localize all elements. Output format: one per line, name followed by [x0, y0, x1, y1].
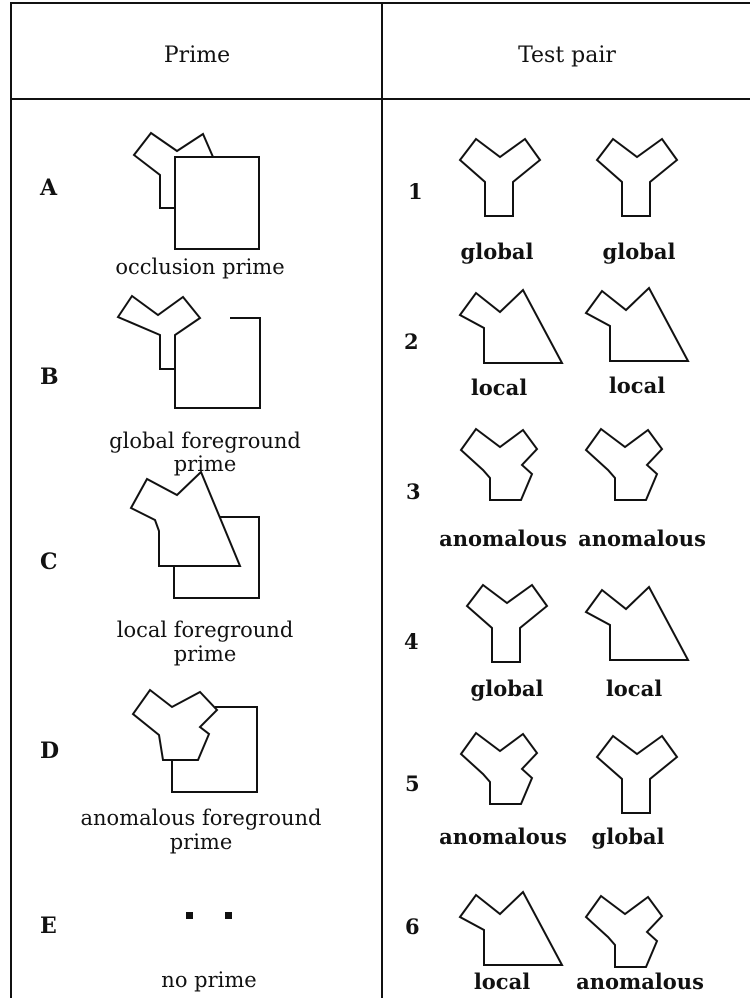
local-shape — [585, 287, 689, 362]
global-foreground-prime-shape — [116, 294, 261, 409]
global-shape — [596, 138, 678, 217]
local-shape — [459, 891, 563, 966]
anomalous-shape — [460, 732, 538, 805]
local-shape — [459, 289, 563, 364]
global-y-shape — [116, 294, 202, 370]
prime-d-caption-line2: prime — [169, 830, 233, 854]
anomalous-shape — [585, 428, 663, 501]
prime-b-caption-line1: global foreground — [109, 429, 301, 453]
global-shape — [466, 584, 548, 663]
anomalous-foreground-prime-shape — [131, 688, 258, 793]
test-pair-number-2: 2 — [404, 329, 419, 354]
local-shape — [585, 586, 689, 661]
table-grid — [10, 2, 750, 998]
no-prime-dots — [186, 912, 232, 919]
test-pair-5-shapes — [460, 732, 678, 814]
test-pair-6-left-label: local — [473, 969, 531, 994]
test-pair-4-right-label: local — [605, 676, 663, 701]
test-pair-number-1: 1 — [408, 179, 423, 204]
test-pair-3-shapes — [460, 428, 663, 501]
prime-column-header: Prime — [163, 43, 231, 68]
test-pair-number-3: 3 — [406, 479, 421, 504]
prime-c-caption-line2: prime — [173, 642, 237, 666]
prime-letter-e: E — [40, 913, 57, 939]
test-pair-4-shapes — [466, 584, 689, 663]
test-pair-3-right-label: anomalous — [578, 526, 706, 551]
prime-b-caption-line2: prime — [173, 452, 237, 476]
test-pair-4-left-label: global — [470, 676, 544, 701]
test-pair-2-shapes — [459, 287, 689, 364]
test-pair-1-right-label: global — [602, 239, 676, 264]
prime-e-caption: no prime — [161, 968, 257, 992]
anomalous-shape — [131, 688, 219, 761]
prime-letter-d: D — [40, 738, 60, 764]
test-pair-6-right-label: anomalous — [576, 969, 704, 994]
background-square-partial — [171, 706, 258, 793]
anomalous-shape — [585, 895, 663, 968]
test-pair-5-left-label: anomalous — [439, 824, 567, 849]
dot-left — [186, 912, 193, 919]
test-pair-1-shapes — [459, 138, 678, 217]
global-shape — [596, 735, 678, 814]
anomalous-shape — [460, 428, 538, 501]
test-pair-5-right-label: global — [591, 824, 665, 849]
local-shape — [129, 470, 242, 567]
global-shape — [459, 138, 541, 217]
occlusion-prime-shape — [132, 131, 260, 250]
occluded-y-fragment — [132, 131, 214, 209]
dot-right — [225, 912, 232, 919]
prime-letter-b: B — [40, 364, 59, 390]
local-foreground-prime-shape — [129, 470, 260, 599]
test-pair-number-5: 5 — [405, 771, 420, 796]
prime-c-caption-line1: local foreground — [116, 618, 294, 642]
test-pair-number-6: 6 — [405, 914, 420, 939]
test-pair-2-right-label: local — [608, 373, 666, 398]
prime-letter-a: A — [40, 175, 58, 201]
test-pair-number-4: 4 — [404, 629, 419, 654]
prime-a-caption: occlusion prime — [115, 255, 285, 279]
test-pair-column-header: Test pair — [518, 43, 616, 68]
test-pair-2-left-label: local — [470, 375, 528, 400]
test-pair-1-left-label: global — [460, 239, 534, 264]
prime-letter-c: C — [40, 549, 58, 575]
test-pair-6-shapes — [459, 891, 663, 968]
occluding-square — [174, 156, 260, 250]
prime-d-caption-line1: anomalous foreground — [80, 806, 322, 830]
test-pair-3-left-label: anomalous — [439, 526, 567, 551]
background-square-partial — [173, 516, 260, 599]
background-square-partial — [174, 317, 261, 409]
